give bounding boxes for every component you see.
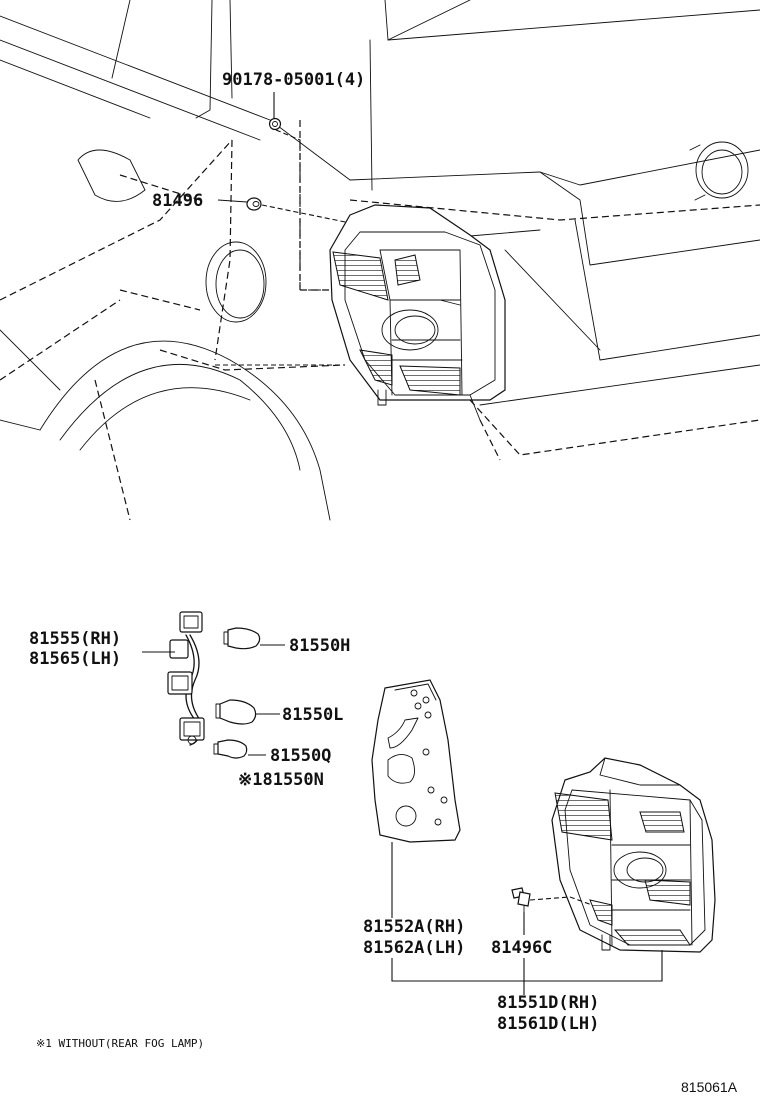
label-clip: 81496C xyxy=(491,938,552,958)
figure-id: 815061A xyxy=(681,1079,738,1095)
label-bulb-n: ※181550N xyxy=(238,770,324,790)
nut-icon xyxy=(268,117,282,131)
label-socket-lh: 81565(LH) xyxy=(29,649,121,669)
installed-tail-lamp-icon xyxy=(329,204,506,421)
leader-grommet xyxy=(217,199,248,203)
label-gasket-lh: 81562A(LH) xyxy=(363,938,465,958)
footnote: ※1 WITHOUT(REAR FOG LAMP) xyxy=(36,1037,204,1050)
grommet-icon xyxy=(246,197,262,211)
leader-clip-dash xyxy=(529,896,593,906)
vehicle-body-outline xyxy=(0,0,760,521)
label-lamp-rh: 81551D(RH) xyxy=(497,993,599,1013)
label-nut: 90178-05001(4) xyxy=(222,70,365,90)
tail-lamp-icon xyxy=(551,757,716,953)
label-lamp-lh: 81561D(LH) xyxy=(497,1014,599,1034)
label-bulb-l: 81550L xyxy=(282,705,343,725)
label-grommet: 81496 xyxy=(152,191,203,211)
label-bulb-q: 81550Q xyxy=(270,746,331,766)
bulb-icon xyxy=(213,627,261,759)
gasket-icon xyxy=(371,679,461,843)
label-gasket-rh: 81552A(RH) xyxy=(363,917,465,937)
leader-lamp-bracket xyxy=(391,950,663,982)
label-socket-rh: 81555(RH) xyxy=(29,629,121,649)
socket-harness-icon xyxy=(167,611,205,746)
label-bulb-h: 81550H xyxy=(289,636,350,656)
clip-icon xyxy=(511,887,531,913)
